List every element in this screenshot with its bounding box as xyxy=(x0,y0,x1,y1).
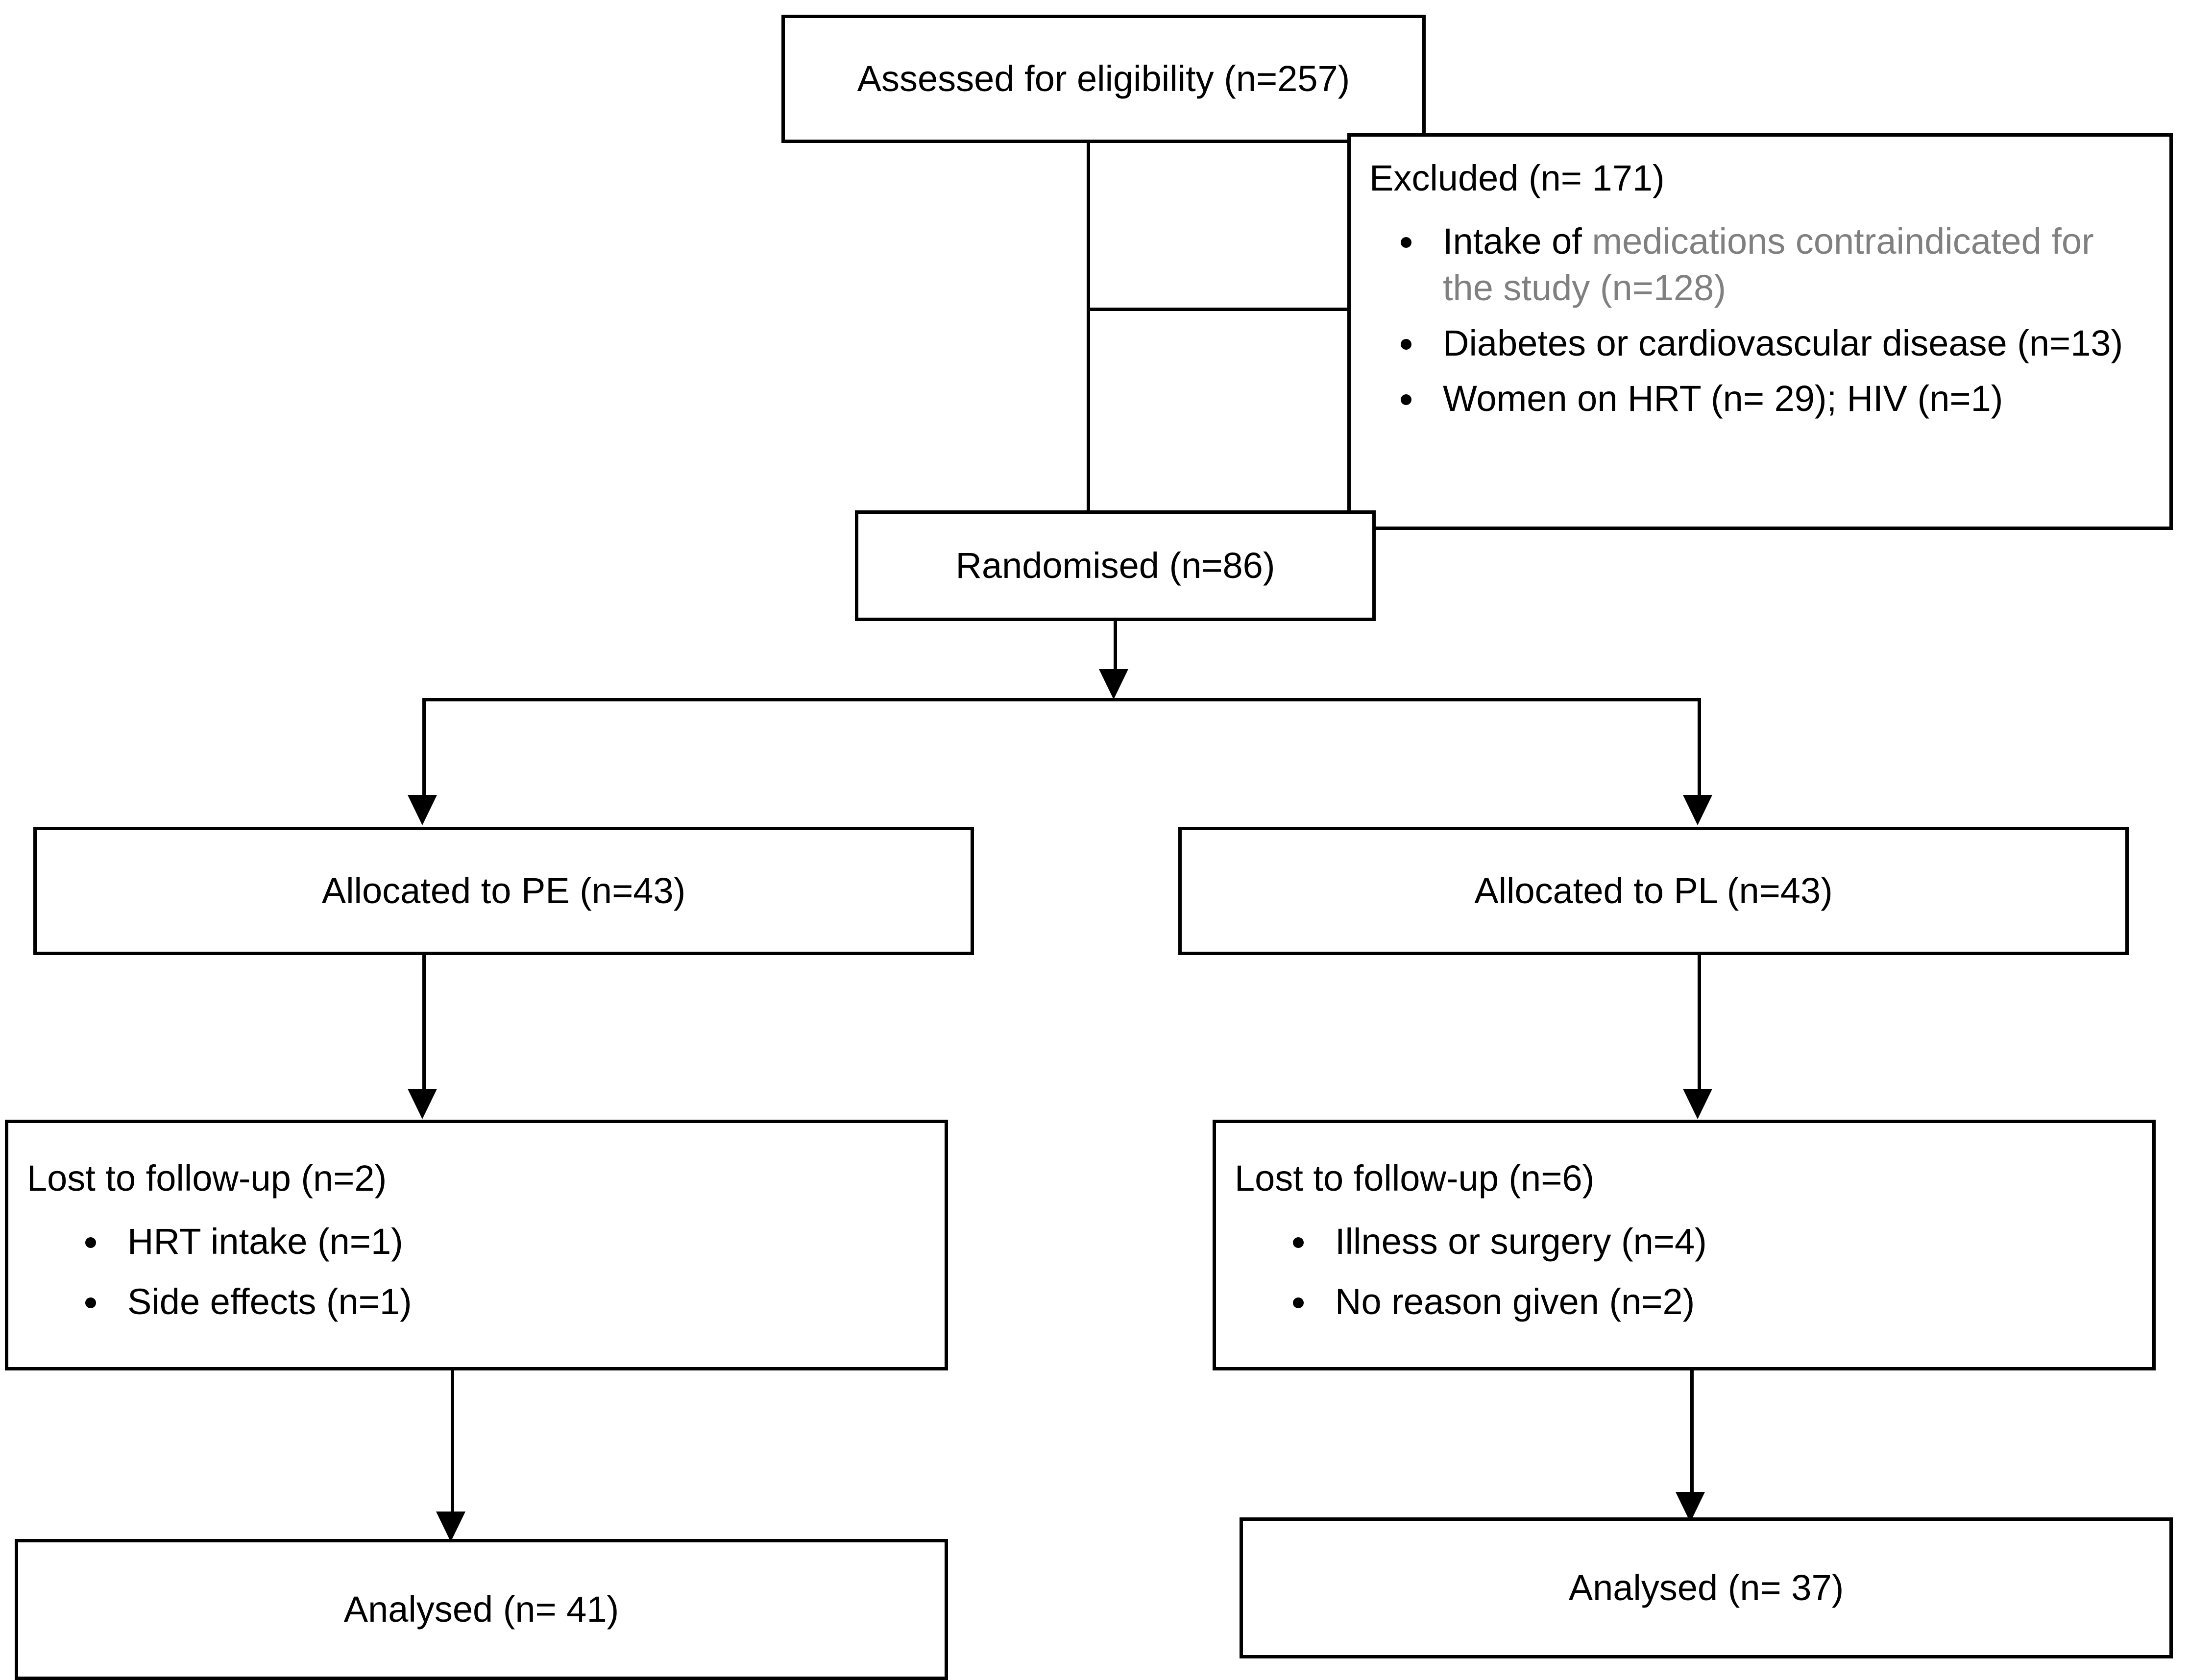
lost-pe-bullet-list: HRT intake (n=1) Side effects (n=1) xyxy=(85,1219,930,1325)
bullet-dot-icon xyxy=(85,1297,96,1309)
assessed-label: Assessed for eligibility (n=257) xyxy=(857,58,1350,99)
allocated-pe-label: Allocated to PE (n=43) xyxy=(321,870,686,912)
lost-pe-title: Lost to follow-up (n=2) xyxy=(27,1158,387,1199)
lost-pl-bullet-item: Illness or surgery (n=4) xyxy=(1293,1219,2138,1265)
bullet-dot-icon xyxy=(1293,1237,1304,1248)
lost-pl-bullet-label: Illness or surgery (n=4) xyxy=(1335,1221,1707,1262)
excluded-bullet-lead: Intake of xyxy=(1443,221,1592,262)
connector-split-left-arrowhead xyxy=(408,795,437,825)
connector-pe-to-lost xyxy=(422,955,426,1090)
excluded-bullet-lead: Diabetes or cardiovascular disease (n=13… xyxy=(1443,322,2123,363)
connector-assessed-to-excluded-line xyxy=(1087,308,1376,311)
connector-randomised-arrowhead xyxy=(1099,669,1128,699)
lost-pe-bullet-item: Side effects (n=1) xyxy=(85,1279,930,1325)
connector-split-right-arrowhead xyxy=(1683,795,1712,825)
connector-lostpe-to-analysed-arrowhead xyxy=(436,1512,465,1542)
lost-pl-title: Lost to follow-up (n=6) xyxy=(1235,1158,1595,1199)
connector-lostpe-to-analysed xyxy=(451,1370,454,1512)
lost-pe-bullet-label: HRT intake (n=1) xyxy=(127,1221,403,1262)
node-lost-to-followup-pl: Lost to follow-up (n=6) Illness or surge… xyxy=(1213,1120,2156,1370)
excluded-bullet-list: Intake of medications contraindicated fo… xyxy=(1401,218,2143,422)
lost-pl-bullet-item: No reason given (n=2) xyxy=(1293,1279,2138,1325)
node-analysed-pe: Analysed (n= 41) xyxy=(15,1539,948,1680)
node-randomised: Randomised (n=86) xyxy=(855,510,1376,621)
lost-pl-bullet-list: Illness or surgery (n=4) No reason given… xyxy=(1293,1219,2138,1325)
connector-lostpl-to-analysed-arrowhead xyxy=(1676,1492,1705,1522)
connector-pe-to-lost-arrowhead xyxy=(408,1089,437,1119)
node-lost-to-followup-pe: Lost to follow-up (n=2) HRT intake (n=1)… xyxy=(5,1120,948,1370)
bullet-dot-icon xyxy=(85,1237,96,1248)
connector-pl-to-lost xyxy=(1698,955,1701,1090)
connector-pl-to-lost-arrowhead xyxy=(1683,1089,1712,1119)
node-excluded: Excluded (n= 171) Intake of medications … xyxy=(1347,133,2173,530)
node-allocated-pe: Allocated to PE (n=43) xyxy=(33,827,974,955)
excluded-bullet-item: Diabetes or cardiovascular disease (n=13… xyxy=(1401,320,2143,367)
bullet-dot-icon xyxy=(1293,1297,1304,1309)
randomised-label: Randomised (n=86) xyxy=(955,545,1275,586)
connector-lostpl-to-analysed xyxy=(1690,1370,1694,1493)
excluded-title: Excluded (n= 171) xyxy=(1369,158,1665,198)
excluded-bullet-lead: Women on HRT (n= 29); HIV (n=1) xyxy=(1443,378,2003,419)
connector-split-left-descender xyxy=(422,698,426,796)
node-allocated-pl: Allocated to PL (n=43) xyxy=(1178,827,2129,955)
bullet-dot-icon xyxy=(1401,237,1411,248)
analysed-pl-label: Analysed (n= 37) xyxy=(1568,1567,1844,1608)
analysed-pe-label: Analysed (n= 41) xyxy=(343,1589,619,1630)
excluded-bullet-item: Women on HRT (n= 29); HIV (n=1) xyxy=(1401,376,2143,422)
node-analysed-pl: Analysed (n= 37) xyxy=(1240,1517,2173,1658)
lost-pl-bullet-label: No reason given (n=2) xyxy=(1335,1281,1695,1322)
allocated-pl-label: Allocated to PL (n=43) xyxy=(1474,870,1833,912)
lost-pe-bullet-item: HRT intake (n=1) xyxy=(85,1219,930,1265)
bullet-dot-icon xyxy=(1401,394,1411,405)
excluded-bullet-item: Intake of medications contraindicated fo… xyxy=(1401,218,2143,311)
connector-randomised-stem xyxy=(1114,621,1117,670)
bullet-dot-icon xyxy=(1401,338,1411,350)
connector-split-right-descender xyxy=(1698,698,1701,796)
lost-pe-bullet-label: Side effects (n=1) xyxy=(127,1281,412,1322)
excluded-bullet-rest: medications contraindicated for the stud… xyxy=(1443,221,2094,309)
connector-assessed-to-randomised xyxy=(1087,143,1090,510)
connector-split-bar xyxy=(422,698,1701,701)
node-assessed-for-eligibility: Assessed for eligibility (n=257) xyxy=(781,15,1426,143)
